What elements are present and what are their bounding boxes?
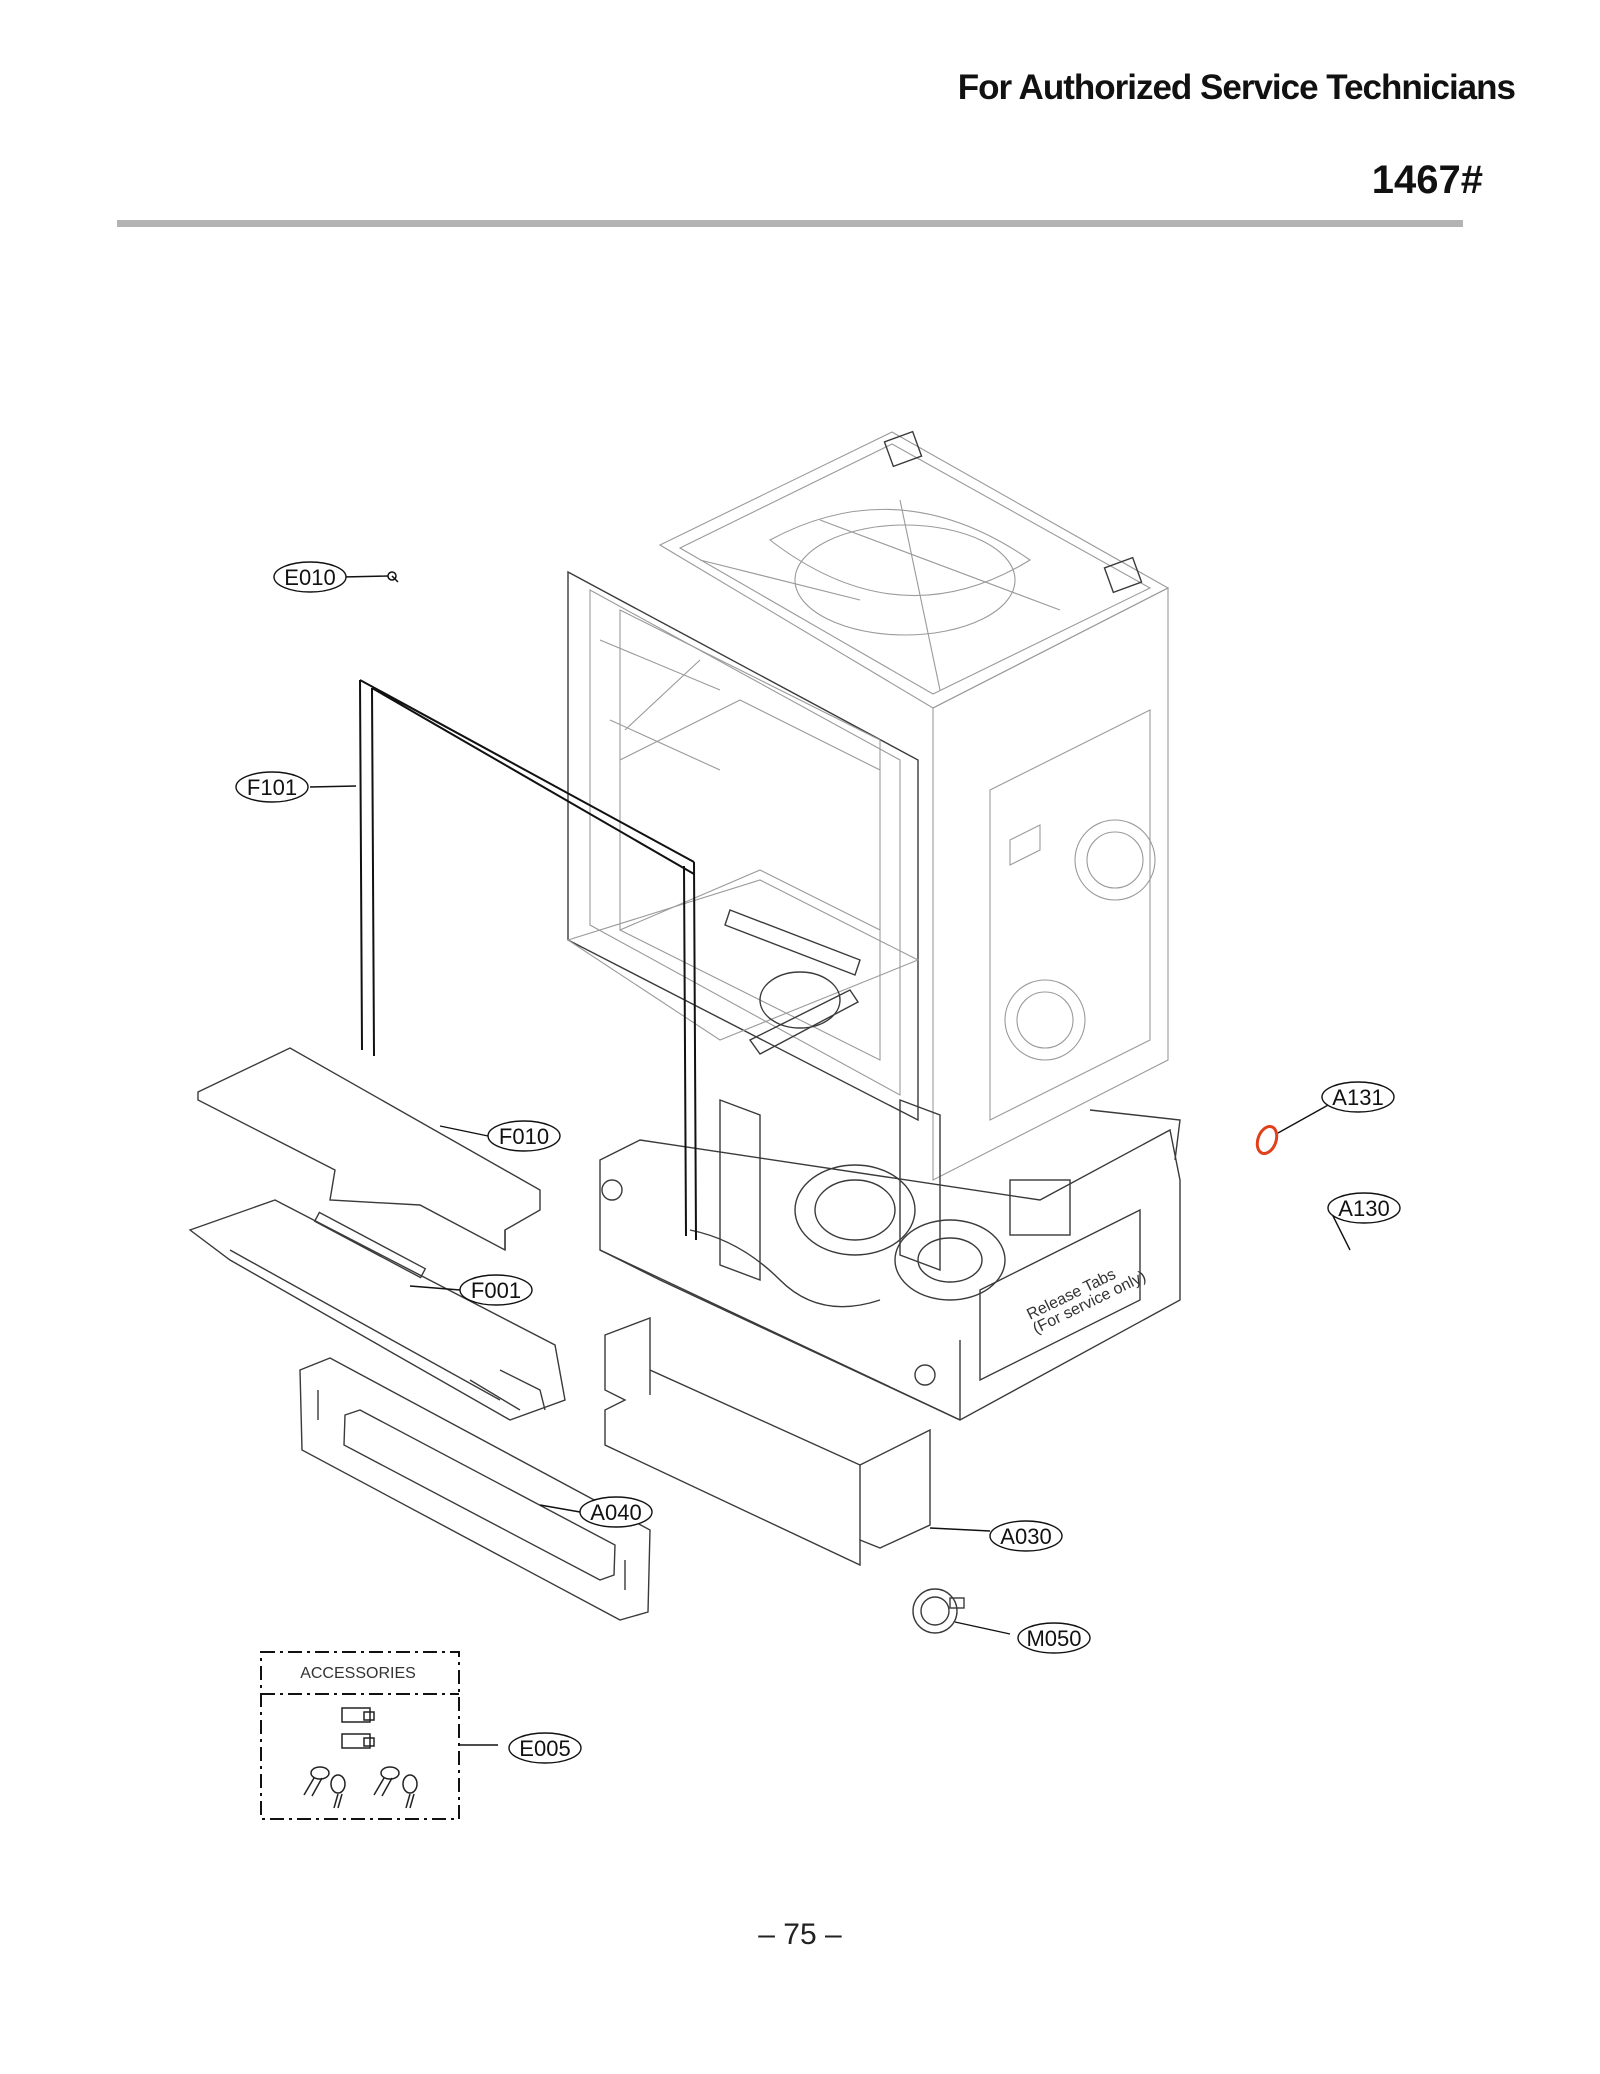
callout-m050-label: M050	[1026, 1626, 1081, 1651]
accessories-label: ACCESSORIES	[300, 1665, 416, 1682]
callout-f010-label: F010	[499, 1124, 549, 1149]
callout-e010: E010	[273, 561, 347, 593]
screw-icon	[303, 1766, 418, 1809]
callout-a030-label: A030	[1000, 1524, 1051, 1549]
document-number: 1467#	[1371, 158, 1483, 202]
callout-e010-label: E010	[284, 565, 335, 590]
callout-a130-label: A130	[1338, 1196, 1389, 1221]
callout-a030: A030	[989, 1520, 1063, 1552]
header-divider	[117, 220, 1463, 227]
callout-a130: A130	[1327, 1192, 1401, 1224]
callout-f001-label: F001	[471, 1278, 521, 1303]
base-sump-assembly: Release Tabs (For service only)	[599, 1098, 1181, 1421]
accessories-box: ACCESSORIES	[260, 1651, 460, 1820]
door-gasket-part	[359, 679, 697, 1241]
callout-a131: A131	[1321, 1081, 1395, 1113]
screw-part	[387, 571, 399, 583]
page-number: – 75 –	[758, 1918, 842, 1951]
toe-kick-part	[299, 1357, 651, 1621]
page-header-title: For Authorized Service Technicians	[957, 68, 1516, 107]
callout-f101: F101	[235, 771, 309, 803]
bottom-bracket-part	[188, 1199, 566, 1421]
callout-a040: A040	[579, 1496, 653, 1528]
callout-f101-label: F101	[247, 775, 297, 800]
callout-a131-label: A131	[1332, 1085, 1383, 1110]
clip-icon	[341, 1707, 375, 1749]
callout-f001: F001	[459, 1274, 533, 1306]
o-ring-part	[1255, 1124, 1279, 1156]
insulation-sheet-part	[197, 1047, 541, 1252]
callout-e005: E005	[508, 1732, 582, 1764]
callout-m050: M050	[1017, 1622, 1091, 1654]
callout-e005-label: E005	[519, 1736, 570, 1761]
pressure-sensor-part	[912, 1588, 965, 1634]
callout-f010: F010	[487, 1120, 561, 1152]
tub-assembly	[566, 430, 1170, 1181]
callout-a040-label: A040	[590, 1500, 641, 1525]
foam-block-part	[604, 1316, 931, 1567]
